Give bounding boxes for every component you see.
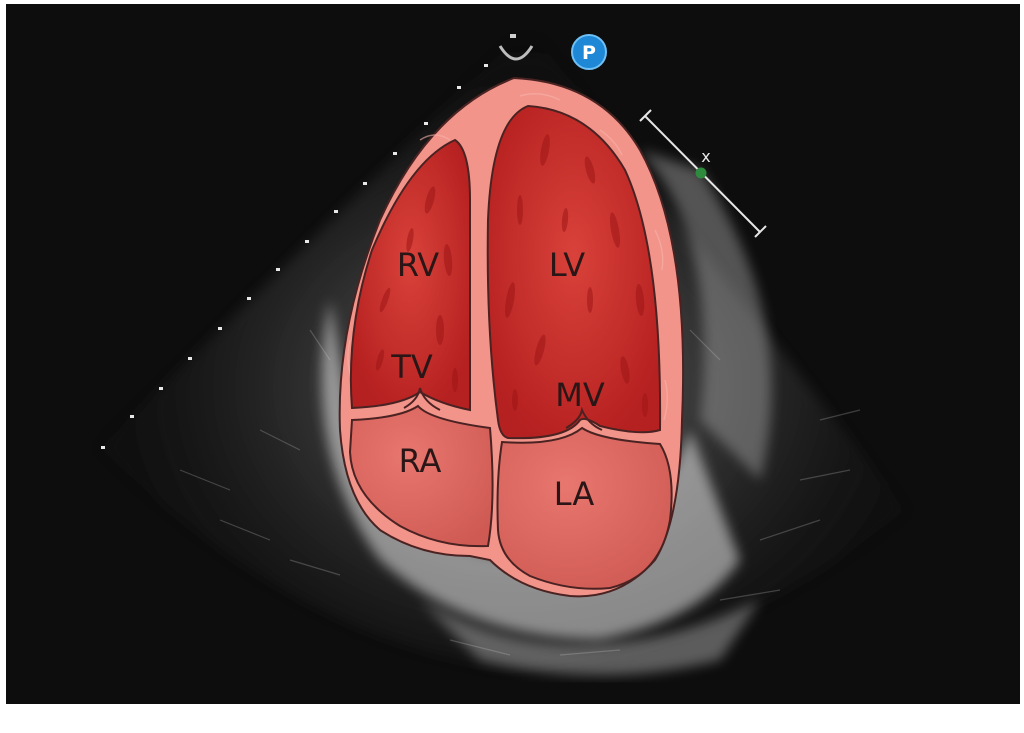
- label-tv: TV: [390, 348, 433, 386]
- label-mv: MV: [555, 376, 605, 414]
- label-ra: RA: [399, 442, 442, 480]
- calliper-marker-dot[interactable]: [696, 168, 707, 179]
- label-rv: RV: [397, 246, 439, 284]
- label-la: LA: [554, 475, 595, 513]
- badge-p-letter: P: [582, 42, 596, 64]
- label-lv: LV: [549, 246, 585, 284]
- calliper-mark: x: [701, 147, 710, 166]
- badge-p[interactable]: P: [572, 35, 606, 69]
